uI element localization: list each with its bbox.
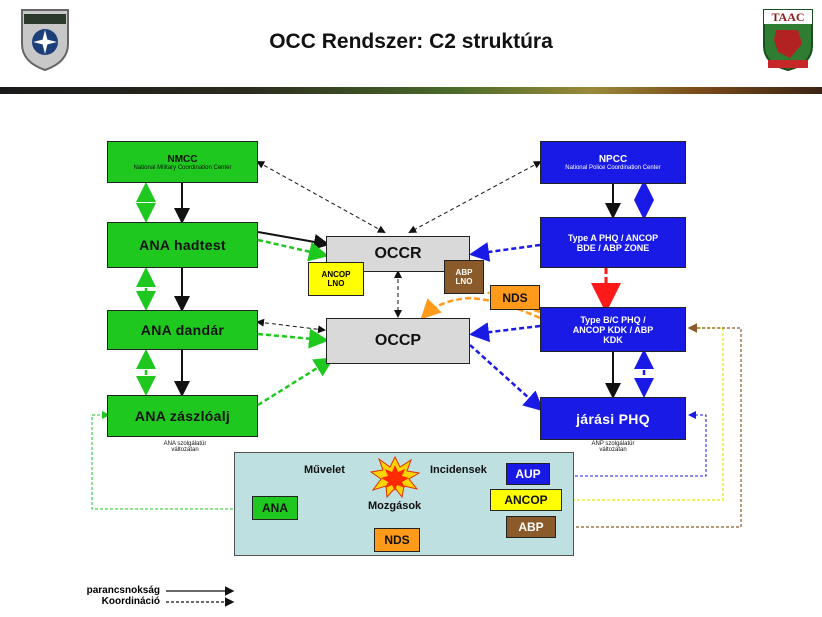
explosion-icon xyxy=(370,456,420,498)
taac-logo-text: TAAC xyxy=(771,10,805,24)
aup-tag: AUP xyxy=(506,463,550,485)
npcc-subtitle: National Police Coordination Center xyxy=(565,165,661,171)
nds-tag-center: NDS xyxy=(490,285,540,310)
npcc-title: NPCC xyxy=(598,154,628,165)
nmcc-box: NMCC National Military Coordination Cent… xyxy=(107,141,258,183)
occp-box: OCCP xyxy=(326,318,470,364)
ana-hadtest-box: ANA hadtest xyxy=(107,222,258,268)
ancop-tag: ANCOP xyxy=(490,489,562,511)
muvelet-label: Művelet xyxy=(304,464,345,476)
abp-tag: ABP xyxy=(506,516,556,538)
taac-logo: TAAC xyxy=(760,6,816,72)
anp-note: ANP szolgálatür változatan xyxy=(591,441,635,453)
ana-tag: ANA xyxy=(252,496,298,520)
npcc-box: NPCC National Police Coordination Center xyxy=(540,141,686,184)
nds-tag-panel: NDS xyxy=(374,528,420,552)
ana-note: ANA szolgálatür változatan xyxy=(163,441,207,453)
legend-coordination-label: Koordináció xyxy=(101,596,160,607)
type-a-box: Type A PHQ / ANCOP BDE / ABP ZONE xyxy=(540,217,686,268)
abp-lno-tag: ABP LNO xyxy=(444,260,484,294)
ana-dandar-box: ANA dandár xyxy=(107,310,258,350)
nmcc-subtitle: National Military Coordination Center xyxy=(133,164,232,171)
page-title: OCC Rendszer: C2 struktúra xyxy=(269,30,553,53)
nmcc-title: NMCC xyxy=(167,153,198,165)
ana-zaszloalj-box: ANA zászlóalj xyxy=(107,395,258,437)
jarasi-phq-box: járási PHQ xyxy=(540,397,686,440)
ancop-lno-tag: ANCOP LNO xyxy=(308,262,364,296)
left-emblem xyxy=(18,6,72,72)
type-bc-box: Type B/C PHQ / ANCOP KDK / ABP KDK xyxy=(540,307,686,352)
header-divider xyxy=(0,87,822,94)
mozgasok-label: Mozgások xyxy=(368,500,422,512)
incidensek-label: Incidensek xyxy=(430,464,487,476)
legend-command-label: parancsnokság xyxy=(86,585,160,596)
